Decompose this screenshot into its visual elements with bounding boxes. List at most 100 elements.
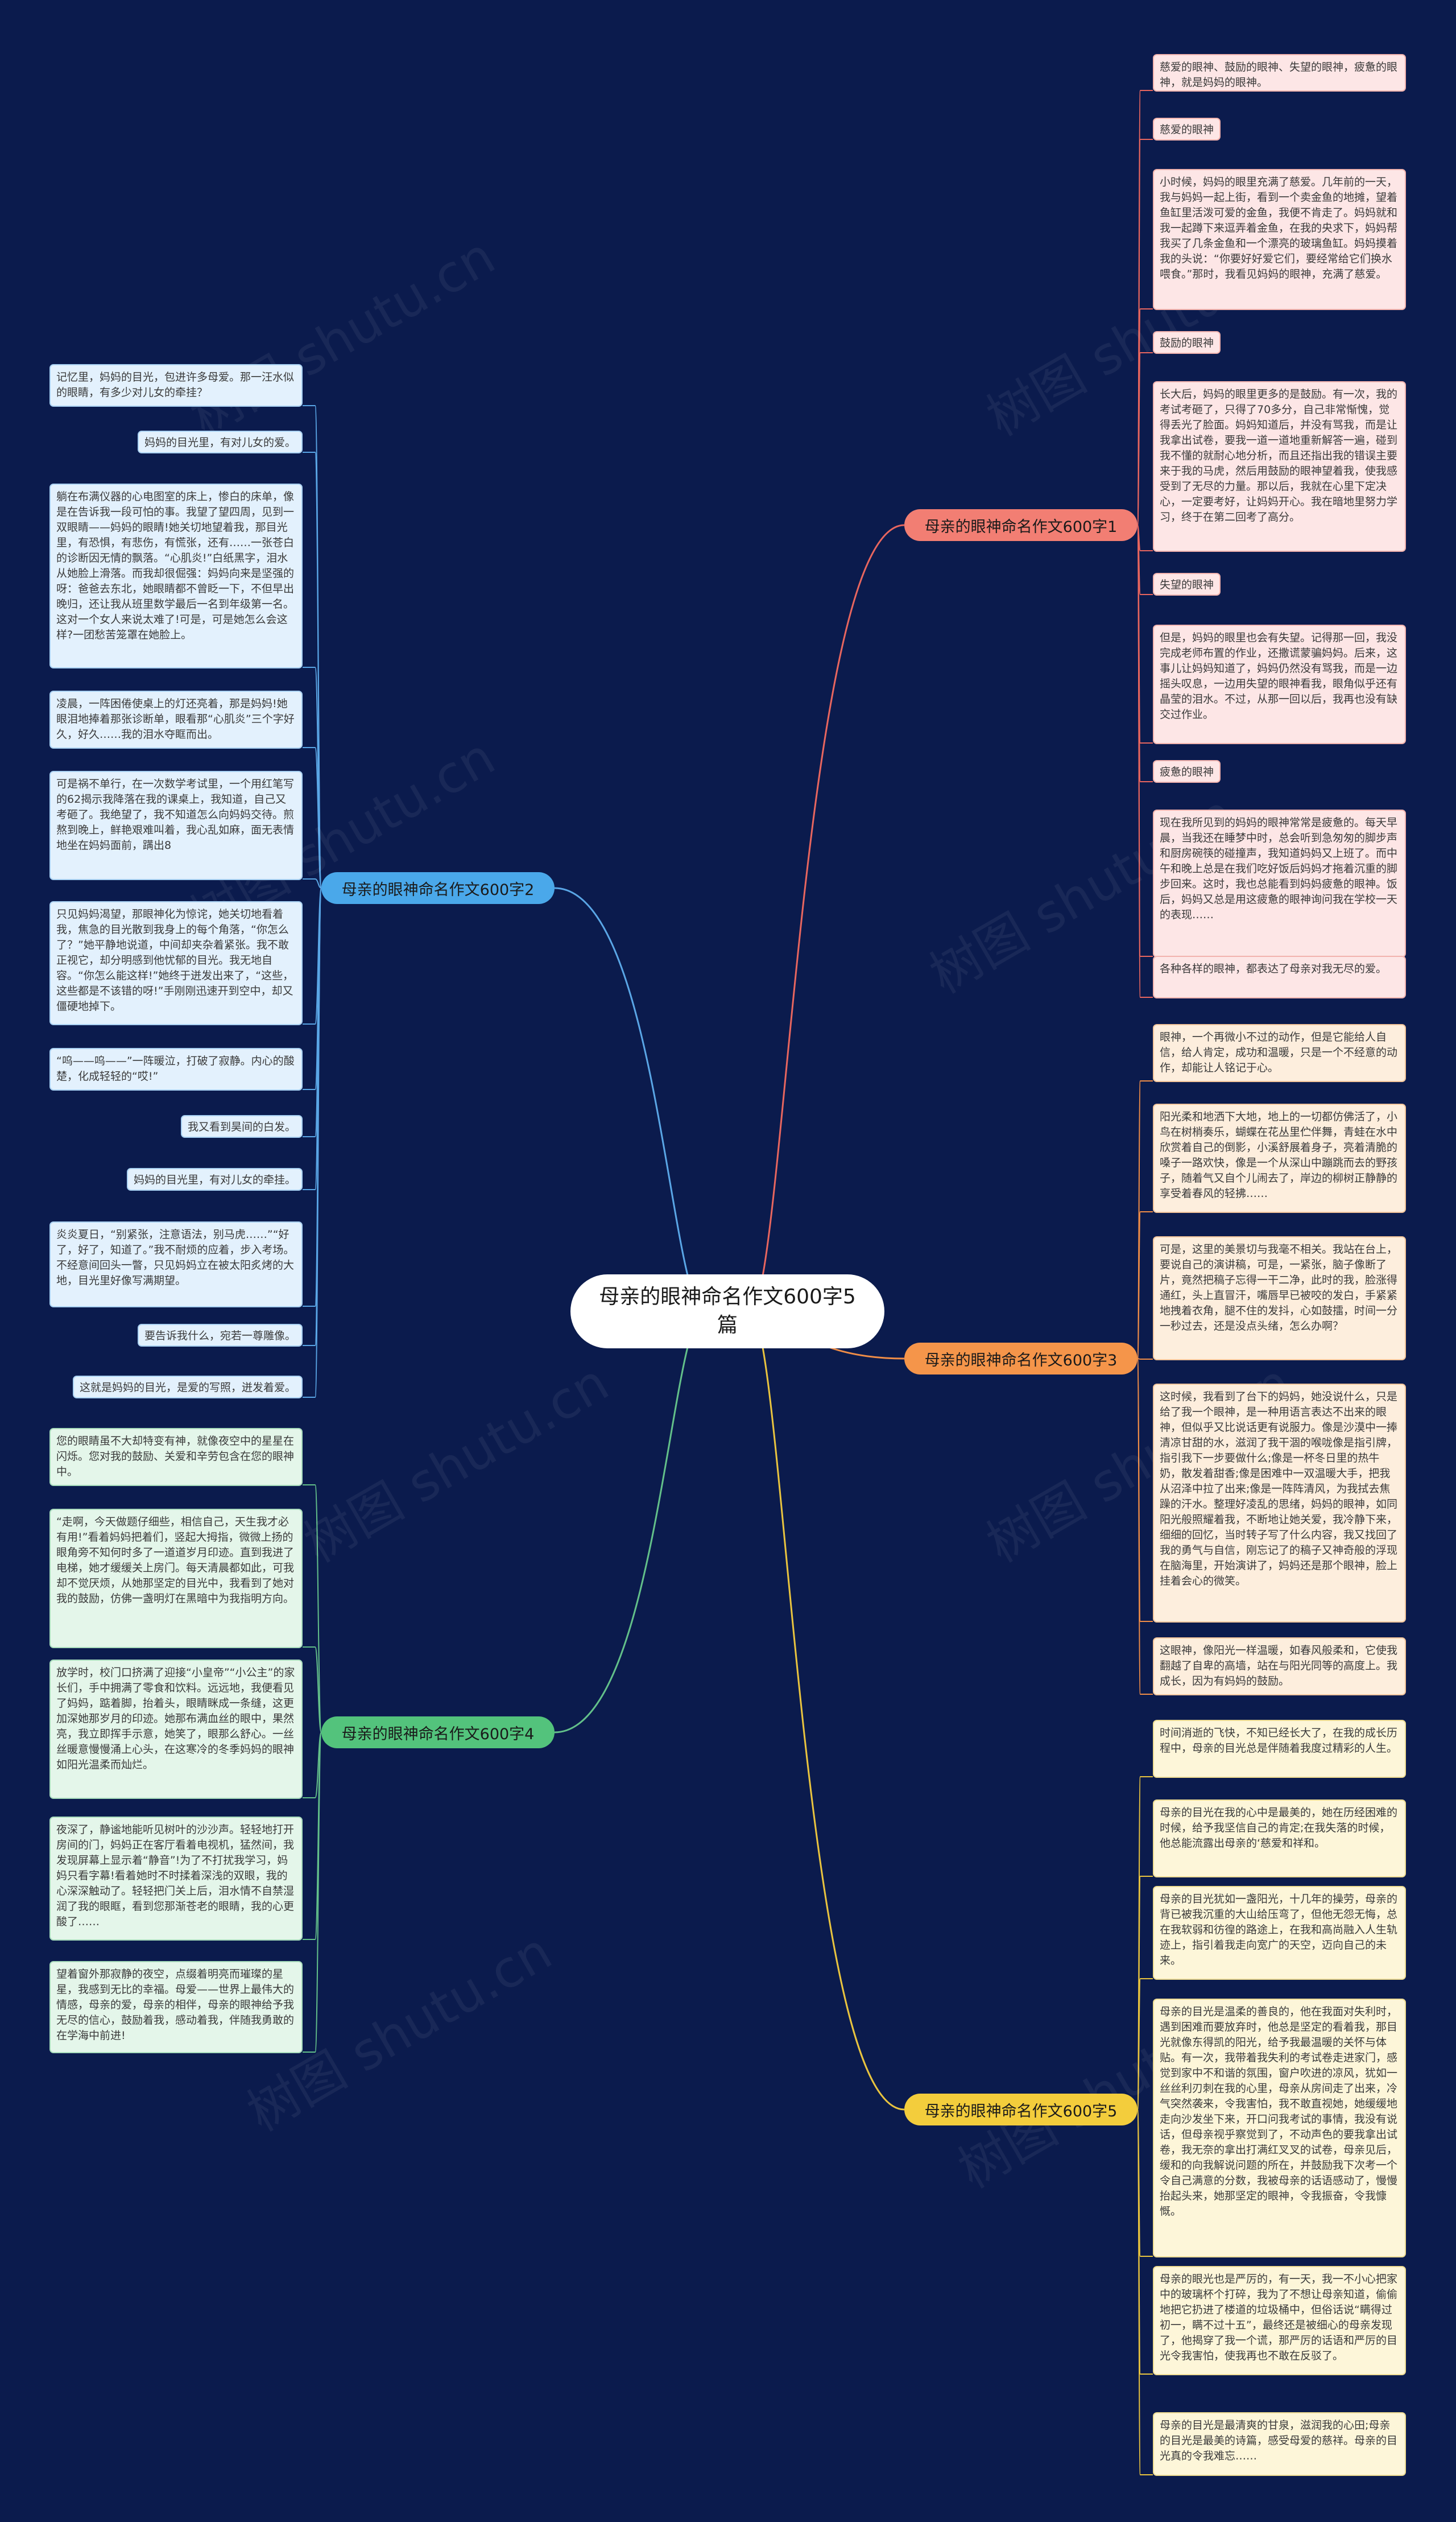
connector: [1137, 1776, 1153, 2110]
leaf-text: 慈爱的眼神: [1160, 123, 1214, 136]
branch-topic-1[interactable]: 母亲的眼神命名作文600字1: [904, 509, 1138, 541]
leaf-text: 可是祸不单行，在一次数学考试里，一个用红笔写的62揭示我降落在我的课桌上，我知道…: [56, 778, 295, 852]
connector: [750, 524, 905, 1312]
branch-topic-3[interactable]: 母亲的眼神命名作文600字3: [904, 1343, 1138, 1374]
connector: [1137, 139, 1153, 526]
leaf-note[interactable]: 您的眼睛虽不大却特变有神，就像夜空中的星星在闪烁。您对我的鼓励、关爱和辛劳包含在…: [49, 1428, 303, 1486]
leaf-text: “呜——呜——”一阵暖泣，打破了寂静。内心的酸楚，化成轻轻的“哎!”: [56, 1055, 295, 1083]
connector: [303, 888, 322, 1346]
connector: [1137, 2109, 1153, 2475]
connector: [1137, 1876, 1153, 2110]
branch-label: 母亲的眼神命名作文600字5: [924, 2102, 1118, 2120]
leaf-note[interactable]: 慈爱的眼神、鼓励的眼神、失望的眼神，疲惫的眼神，就是妈妈的眼神。: [1153, 54, 1406, 92]
leaf-text: 妈妈的目光里，有对儿女的牵挂。: [133, 1174, 296, 1186]
connector: [303, 1646, 322, 1733]
connector: [1137, 1080, 1153, 1359]
connector: [303, 888, 322, 1137]
branch-topic-4[interactable]: 母亲的眼神命名作文600字4: [321, 1716, 555, 1748]
leaf-text: 母亲的目光在我的心中是最美的，她在历经困难的时候，给予我坚信自己的肯定;在我失落…: [1160, 1806, 1398, 1850]
connector: [303, 888, 322, 1398]
leaf-note[interactable]: 鼓励的眼神: [1153, 331, 1221, 354]
leaf-text: 这就是妈妈的目光，是爱的写照，迸发着爱。: [79, 1381, 296, 1394]
leaf-note[interactable]: 现在我所见到的妈妈的眼神常常是疲惫的。每天早晨，当我还在睡梦中时，总会听到急匆匆…: [1153, 810, 1406, 957]
leaf-text: 这时候，我看到了台下的妈妈，她没说什么，只是给了我一个眼神，是一种用语言表达不出…: [1160, 1390, 1398, 1587]
leaf-note[interactable]: 夜深了，静谧地能听见树叶的沙沙声。轻轻地打开房间的门，妈妈正在客厅看着电视机，猛…: [49, 1817, 303, 1941]
leaf-note[interactable]: 眼神，一个再微小不过的动作，但是它能给人自信，给人肯定，成功和温暖，只是一个不经…: [1153, 1024, 1406, 1082]
connector: [1137, 2109, 1153, 2375]
leaf-note[interactable]: 这时候，我看到了台下的妈妈，她没说什么，只是给了我一个眼神，是一种用语言表达不出…: [1153, 1384, 1406, 1623]
leaf-text: 母亲的目光犹如一盏阳光，十几年的操劳，母亲的背已被我沉重的大山给压弯了，但他无怨…: [1160, 1893, 1398, 1967]
leaf-text: 各种各样的眼神，都表达了母亲对我无尽的爱。: [1160, 963, 1387, 975]
leaf-note[interactable]: 可是祸不单行，在一次数学考试里，一个用红笔写的62揭示我降落在我的课桌上，我知道…: [49, 771, 303, 880]
connector: [1137, 90, 1153, 526]
leaf-note[interactable]: 慈爱的眼神: [1153, 118, 1221, 141]
leaf-text: 现在我所见到的妈妈的眼神常常是疲惫的。每天早晨，当我还在睡梦中时，总会听到急匆匆…: [1160, 816, 1398, 921]
leaf-note[interactable]: 记忆里，妈妈的目光，包进许多母爱。那一汪水似的眼睛，有多少对儿女的牵挂？: [49, 364, 303, 407]
leaf-note[interactable]: 母亲的目光犹如一盏阳光，十几年的操劳，母亲的背已被我沉重的大山给压弯了，但他无怨…: [1153, 1886, 1406, 1980]
leaf-note[interactable]: 我又看到昊间的白发。: [180, 1115, 303, 1138]
leaf-text: 可是，这里的美景切与我毫不相关。我站在台上，要说自己的演讲稿，可是，一紧张，脑子…: [1160, 1243, 1398, 1332]
connector: [303, 405, 322, 889]
leaf-note[interactable]: 躺在布满仪器的心电图室的床上，惨白的床单，像是在告诉我一段可怕的事。我望了望四周…: [49, 484, 303, 668]
leaf-text: 但是，妈妈的眼里也会有失望。记得那一回，我没完成老师布置的作业，还撒谎蒙骗妈妈。…: [1160, 631, 1398, 721]
leaf-note[interactable]: 放学时，校门口挤满了迎接“小皇帝”“小公主”的家长们，手中拥满了零食和饮料。远远…: [49, 1660, 303, 1799]
connector: [303, 1484, 322, 1733]
leaf-note[interactable]: 时间消逝的飞快，不知已经长大了，在我的成长历程中，母亲的目光总是伴随着我度过精彩…: [1153, 1720, 1406, 1778]
leaf-note[interactable]: “走啊，今天做题仔细些，相信自己，天生我才必有用!”看着妈妈把着们，竖起大拇指，…: [49, 1509, 303, 1648]
leaf-note[interactable]: 但是，妈妈的眼里也会有失望。记得那一回，我没完成老师布置的作业，还撒谎蒙骗妈妈。…: [1153, 625, 1406, 744]
leaf-note[interactable]: 可是，这里的美景切与我毫不相关。我站在台上，要说自己的演讲稿，可是，一紧张，脑子…: [1153, 1236, 1406, 1360]
connector: [303, 888, 322, 1190]
leaf-note[interactable]: 母亲的目光是温柔的善良的，他在我面对失利时，遇到困难而要放弃时，他总是坚定的看着…: [1153, 1999, 1406, 2257]
branch-topic-5[interactable]: 母亲的眼神命名作文600字5: [904, 2094, 1138, 2125]
leaf-note[interactable]: 这眼神，像阳光一样温暖，如春风般柔和，它使我翻越了自卑的高墙，站在与阳光同等的高…: [1153, 1637, 1406, 1695]
leaf-note[interactable]: 疲惫的眼神: [1153, 760, 1221, 783]
leaf-text: 时间消逝的飞快，不知已经长大了，在我的成长历程中，母亲的目光总是伴随着我度过精彩…: [1160, 1727, 1398, 1755]
leaf-note[interactable]: 失望的眼神: [1153, 573, 1221, 596]
leaf-text: 望着窗外那寂静的夜空，点缀着明亮而璀璨的星星，我感到无比的幸福。母爱——世界上最…: [56, 1968, 295, 2042]
leaf-note[interactable]: 要告诉我什么，宛若一尊雕像。: [137, 1324, 303, 1347]
leaf-note[interactable]: 母亲的目光是最清爽的甘泉，滋润我的心田;母亲的目光是最美的诗篇，感受母爱的慈祥。…: [1153, 2412, 1406, 2476]
leaf-note[interactable]: 长大后，妈妈的眼里更多的是鼓励。有一次，我的考试考砸了，只得了70多分，自己非常…: [1153, 381, 1406, 552]
leaf-note[interactable]: 母亲的目光在我的心中是最美的，她在历经困难的时候，给予我坚信自己的肯定;在我失落…: [1153, 1799, 1406, 1877]
leaf-note[interactable]: 凌晨，一阵困倦使桌上的灯还亮着，那是妈妈!她眼泪地捧着那张诊断单，眼看那“心肌炎…: [49, 691, 303, 749]
branch-topic-2[interactable]: 母亲的眼神命名作文600字2: [321, 872, 555, 904]
connector: [1137, 525, 1153, 782]
connector: [303, 667, 322, 889]
connector: [1137, 525, 1153, 957]
leaf-note[interactable]: 妈妈的目光里，有对儿女的牵挂。: [126, 1168, 303, 1191]
connector: [303, 888, 322, 1307]
leaf-text: 母亲的眼光也是严厉的，有一天，我一不小心把家中的玻璃杯个打碎，我为了不想让母亲知…: [1160, 2273, 1398, 2362]
leaf-text: 母亲的目光是温柔的善良的，他在我面对失利时，遇到困难而要放弃时，他总是坚定的看着…: [1160, 2005, 1398, 2218]
leaf-note[interactable]: 母亲的眼光也是严厉的，有一天，我一不小心把家中的玻璃杯个打碎，我为了不想让母亲知…: [1153, 2266, 1406, 2375]
leaf-text: 失望的眼神: [1160, 579, 1214, 591]
connector: [1137, 2109, 1153, 2257]
branch-label: 母亲的眼神命名作文600字1: [924, 518, 1118, 536]
connector: [303, 1732, 322, 2053]
root-title: 母亲的眼神命名作文600字5篇: [599, 1285, 856, 1337]
leaf-note[interactable]: “呜——呜——”一阵暖泣，打破了寂静。内心的酸楚，化成轻轻的“哎!”: [49, 1048, 303, 1091]
leaf-text: 慈爱的眼神、鼓励的眼神、失望的眼神，疲惫的眼神，就是妈妈的眼神。: [1160, 61, 1398, 89]
connector: [1137, 525, 1153, 744]
leaf-text: 母亲的目光是最清爽的甘泉，滋润我的心田;母亲的目光是最美的诗篇，感受母爱的慈祥。…: [1160, 2419, 1398, 2462]
root-topic[interactable]: 母亲的眼神命名作文600字5篇: [570, 1274, 884, 1348]
leaf-text: 妈妈的目光里，有对儿女的爱。: [144, 436, 296, 449]
leaf-text: 凌晨，一阵困倦使桌上的灯还亮着，那是妈妈!她眼泪地捧着那张诊断单，眼看那“心肌炎…: [56, 697, 295, 741]
leaf-note[interactable]: 妈妈的目光里，有对儿女的爱。: [137, 431, 303, 453]
leaf-note[interactable]: 各种各样的眼神，都表达了母亲对我无尽的爱。: [1153, 956, 1406, 998]
leaf-text: 放学时，校门口挤满了迎接“小皇帝”“小公主”的家长们，手中拥满了零食和饮料。远远…: [56, 1666, 295, 1771]
watermark: 树图 shutu.cn: [294, 1352, 619, 1575]
watermark: 树图 shutu.cn: [180, 226, 505, 448]
leaf-note[interactable]: 望着窗外那寂静的夜空，点缀着明亮而璀璨的星星，我感到无比的幸福。母爱——世界上最…: [49, 1961, 303, 2053]
leaf-note[interactable]: 阳光柔和地洒下大地，地上的一切都仿佛活了，小鸟在树梢奏乐，蝴蝶在花丛里伫伴舞，青…: [1153, 1104, 1406, 1213]
connector: [303, 888, 322, 1025]
leaf-note[interactable]: 小时候，妈妈的眼里充满了慈爱。几年前的一天，我与妈妈一起上街，看到一个卖金鱼的地…: [1153, 169, 1406, 310]
connector: [303, 1732, 322, 1798]
connector: [1137, 1978, 1153, 2110]
leaf-note[interactable]: 这就是妈妈的目光，是爱的写照，迸发着爱。: [72, 1376, 303, 1398]
leaf-note[interactable]: 只见妈妈渴望，那眼神化为惊诧，她关切地看着我，焦急的目光散到我身上的每个角落，“…: [49, 901, 303, 1025]
leaf-text: 躺在布满仪器的心电图室的床上，惨白的床单，像是在告诉我一段可怕的事。我望了望四周…: [56, 490, 295, 641]
leaf-text: 这眼神，像阳光一样温暖，如春风般柔和，它使我翻越了自卑的高墙，站在与阳光同等的高…: [1160, 1644, 1398, 1687]
branch-label: 母亲的眼神命名作文600字3: [924, 1351, 1118, 1369]
leaf-text: 鼓励的眼神: [1160, 337, 1214, 349]
leaf-note[interactable]: 炎炎夏日，“别紧张，注意语法，别马虎……”“好了，好了，知道了。”我不耐烦的应着…: [49, 1221, 303, 1307]
